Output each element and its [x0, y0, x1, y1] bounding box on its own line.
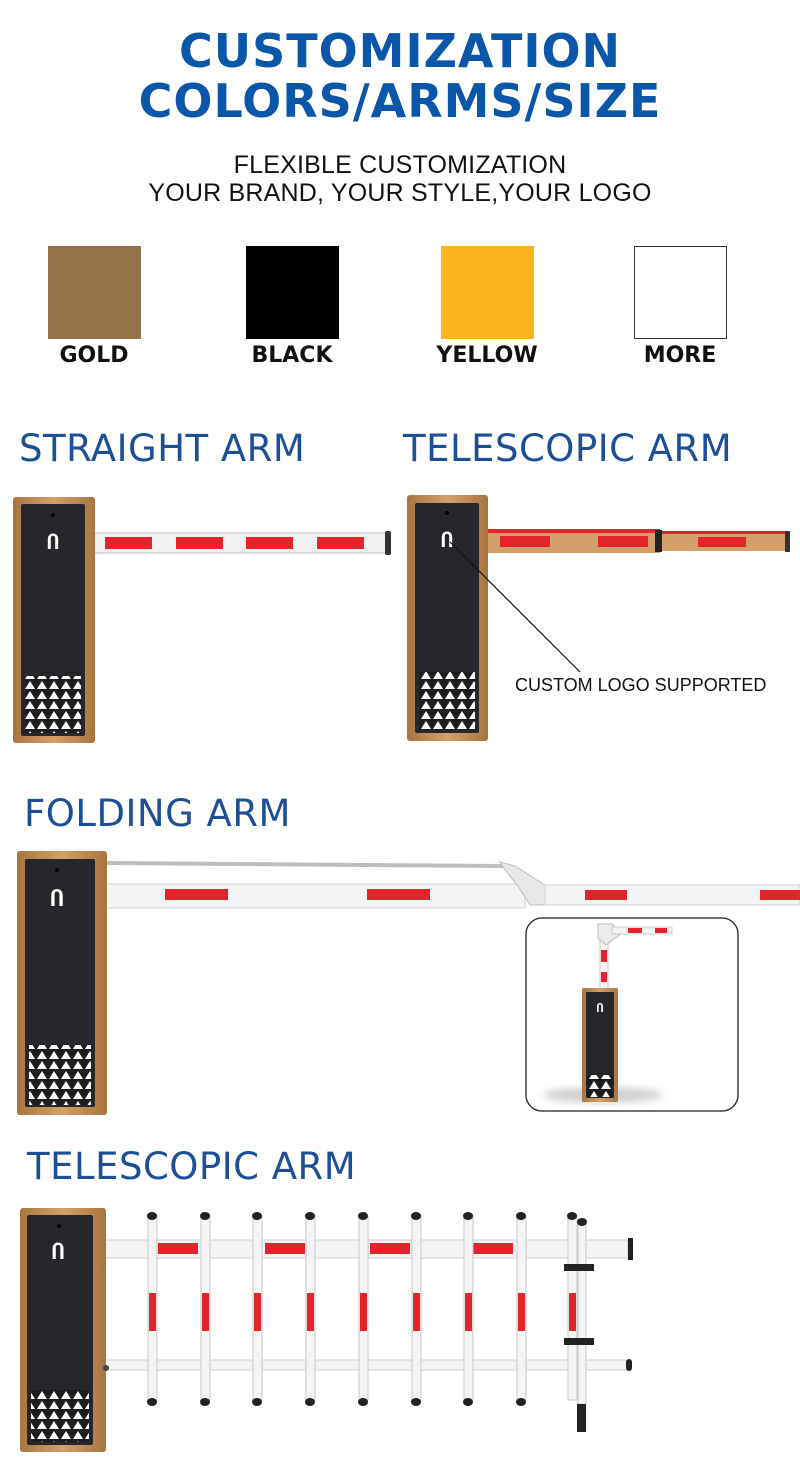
- swatch-more: [634, 246, 727, 339]
- label-straight-arm: STRAIGHT ARM: [19, 427, 306, 470]
- folding-arm-inset: Ⴖ: [525, 917, 739, 1112]
- swatch-label-gold: GOLD: [59, 343, 129, 368]
- svg-text:Ⴖ: Ⴖ: [50, 887, 63, 911]
- swatch-label-more: MORE: [643, 343, 717, 368]
- swatch-yellow: [441, 246, 534, 339]
- swatch-label-yellow: YELLOW: [436, 343, 538, 368]
- fence-arm-barrier: Ⴖ: [20, 1208, 633, 1452]
- label-folding-arm: FOLDING ARM: [24, 792, 291, 835]
- subtitle-line-1: FLEXIBLE CUSTOMIZATION: [233, 151, 567, 179]
- folding-arm-barrier: Ⴖ: [17, 851, 800, 1115]
- telescopic-arm-barrier: Ⴖ: [407, 495, 790, 741]
- subtitle-line-2: YOUR BRAND, YOUR STYLE,YOUR LOGO: [148, 179, 652, 207]
- title-line-2: COLORS/ARMS/SIZE: [138, 74, 662, 128]
- label-telescopic-arm: TELESCOPIC ARM: [403, 427, 733, 470]
- swatch-gold: [48, 246, 141, 339]
- svg-text:Ⴖ: Ⴖ: [52, 1240, 65, 1264]
- straight-arm-barrier: Ⴖ: [13, 497, 391, 743]
- swatch-black: [246, 246, 339, 339]
- brand-logo-icon: Ⴖ: [47, 532, 59, 554]
- svg-text:Ⴖ: Ⴖ: [597, 1002, 604, 1015]
- callout-custom-logo: CUSTOM LOGO SUPPORTED: [515, 675, 767, 695]
- title-line-1: CUSTOMIZATION: [178, 24, 622, 78]
- label-fence-arm: TELESCOPIC ARM: [27, 1145, 357, 1188]
- svg-text:Ⴖ: Ⴖ: [441, 530, 453, 552]
- swatch-label-black: BLACK: [251, 343, 333, 368]
